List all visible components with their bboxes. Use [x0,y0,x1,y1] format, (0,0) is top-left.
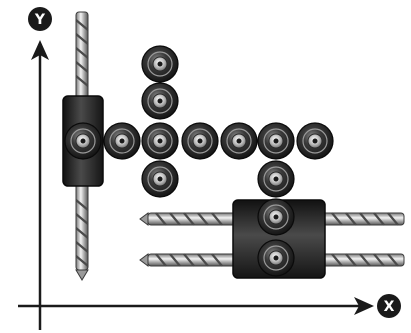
drill-hole-icon [141,122,179,160]
vertical-drill-bit-icon [75,11,89,281]
y-axis-arrowhead [31,40,49,60]
drill-hole-icon [296,122,334,160]
drill-hole-icon [220,122,258,160]
horizontal-drill-bit-upper-icon [139,212,405,226]
drill-hole-icon [257,239,295,277]
drill-hole-icon [141,82,179,120]
drill-hole-icon [257,122,295,160]
drill-hole-icon [103,122,141,160]
drill-holes-group [64,45,334,277]
drill-hole-icon [64,122,102,160]
y-axis-label: Y [34,12,46,28]
x-axis-label: X [384,299,395,315]
drill-hole-icon [141,45,179,83]
x-axis-badge-icon: X [377,294,401,318]
drill-hole-icon [257,160,295,198]
drill-hole-icon [181,122,219,160]
drill-hole-icon [141,160,179,198]
y-axis-badge-icon: Y [28,7,52,31]
x-axis-arrowhead [354,297,374,315]
drill-hole-icon [257,198,295,236]
